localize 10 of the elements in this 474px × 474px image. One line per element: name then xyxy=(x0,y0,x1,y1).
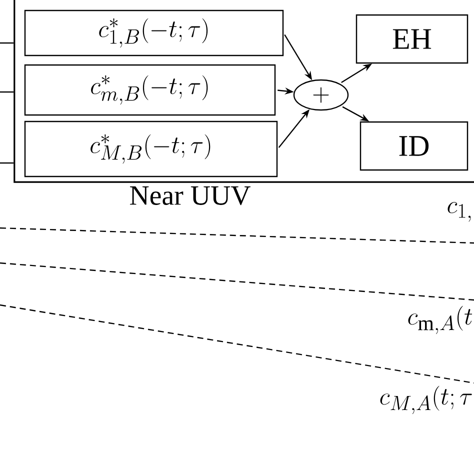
signal-label: $c_{1,}$ xyxy=(448,202,471,222)
process-box: $c^{*}_{1,B}(-t;\tau)$ xyxy=(24,10,284,56)
signal-label: $c_{M,A}(t;\tau$ xyxy=(380,386,472,414)
process-box: EH xyxy=(356,14,468,64)
process-box: $c^{*}_{m,B}(-t;\tau)$ xyxy=(24,64,276,116)
process-box: ID xyxy=(360,121,468,171)
group-box xyxy=(14,0,474,183)
signal-label: $c_{\mathrm{m},A}(t$ xyxy=(408,306,472,334)
group-label: Near UUV xyxy=(130,186,250,206)
process-box: $c^{*}_{M,B}(-t;\tau)$ xyxy=(24,120,278,178)
